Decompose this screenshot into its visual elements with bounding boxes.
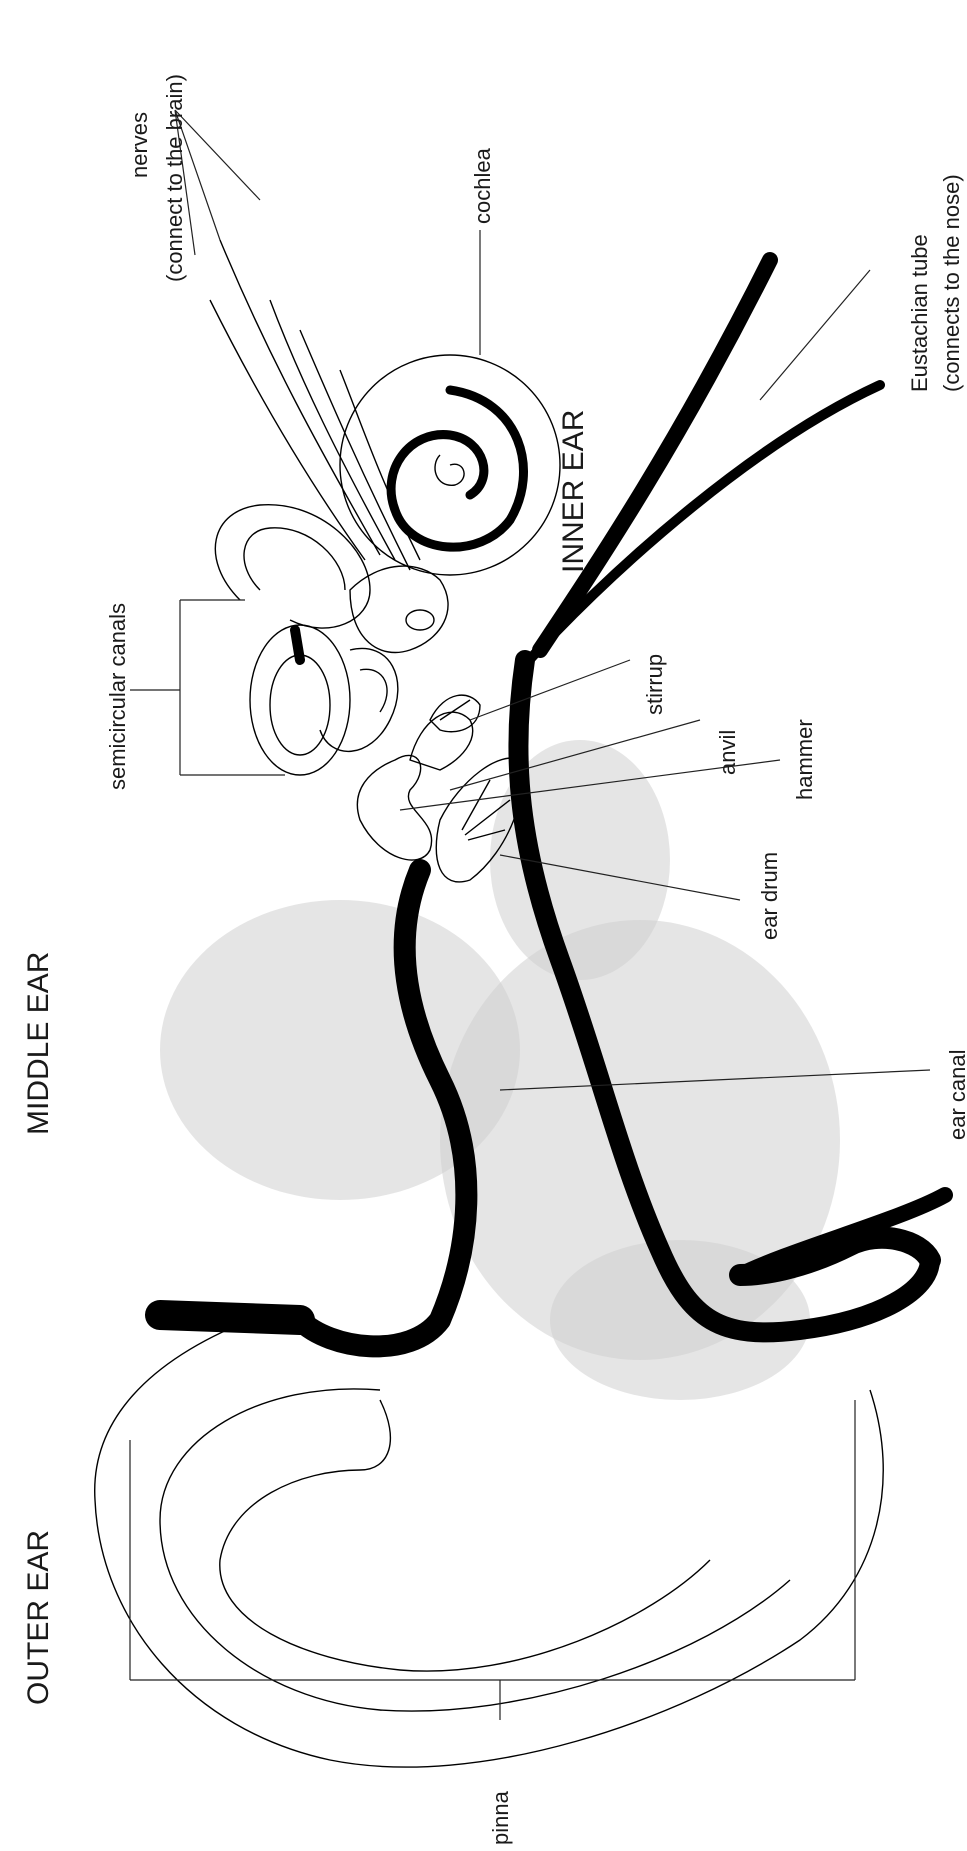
nerve-bundle [210,240,420,570]
cochlea-label: cochlea [470,147,495,224]
cochlea-shape [340,355,560,653]
outer-ear-heading: OUTER EAR [22,1530,55,1705]
pinna-label: pinna [488,1790,513,1845]
anvil-label: anvil [715,730,740,775]
ear-canal-label: ear canal [945,1049,967,1140]
nerves-sublabel: (connect to the brain) [162,74,187,282]
semicircular-canals-label: semicircular canals [105,603,130,790]
ear-drum-label: ear drum [757,852,782,940]
eustachian-tube-sublabel: (connects to the nose) [939,174,964,392]
semicircular-canals-shape [215,505,398,775]
hammer-label: hammer [792,719,817,800]
pinna-outline [95,1320,884,1767]
ossicles [357,695,480,860]
nerves-label: nerves [127,112,152,178]
stirrup-label: stirrup [642,654,667,715]
middle-ear-heading: MIDDLE EAR [22,952,55,1135]
tissue-stipple [160,740,840,1400]
inner-ear-heading: INNER EAR [557,410,590,573]
eustachian-tube-label: Eustachian tube [907,234,932,392]
